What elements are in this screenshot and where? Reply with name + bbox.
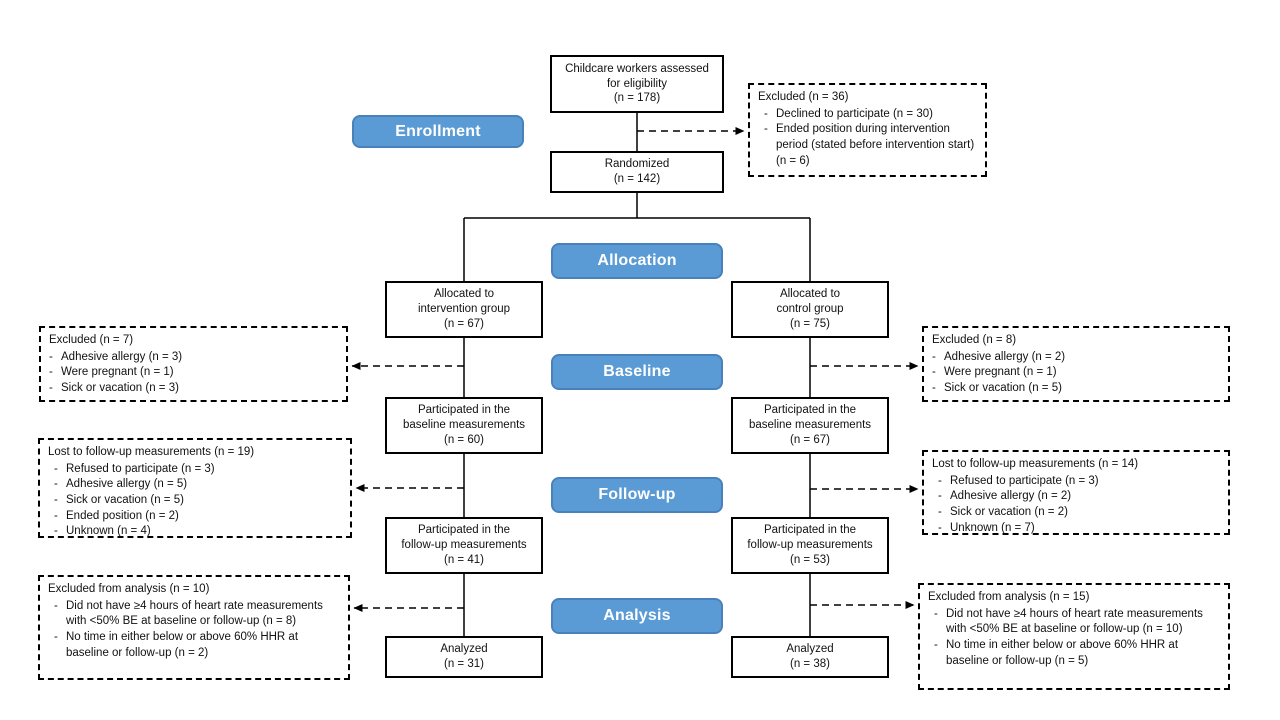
box-allocated-control: Allocated to control group (n = 75) — [731, 281, 889, 338]
excluded-item: - Adhesive allergy (n = 3) — [49, 350, 183, 363]
excluded-item: - Were pregnant (n = 1) — [932, 366, 1057, 379]
box-followup-control: Participated in the follow-up measuremen… — [731, 517, 889, 574]
box-baseline-intervention: Participated in the baseline measurement… — [385, 397, 543, 454]
box-eligibility: Childcare workers assessed for eligibili… — [550, 55, 724, 113]
stage-label-analysis: Analysis — [551, 598, 723, 634]
lost-title: Lost to follow-up measurements (n = 14) — [932, 458, 1139, 470]
excluded-box-enrollment: Excluded (n = 36) - Declined to particip… — [748, 83, 987, 177]
box-allocated-intervention: Allocated to intervention group (n = 67) — [385, 281, 543, 338]
lost-followup-box-right: Lost to follow-up measurements (n = 14) … — [922, 450, 1230, 535]
excluded-item: - Were pregnant (n = 1) — [49, 366, 174, 379]
box-randomized: Randomized (n = 142) — [550, 151, 724, 193]
stage-label-baseline: Baseline — [551, 354, 723, 390]
excluded-item: - Did not have ≥4 hours of heart rate me… — [934, 607, 1203, 636]
lost-item: - Sick or vacation (n = 2) — [938, 505, 1068, 518]
box-analyzed-intervention: Analyzed (n = 31) — [385, 636, 543, 678]
stage-label-allocation: Allocation — [551, 243, 723, 279]
excluded-title: Excluded (n = 7) — [49, 334, 134, 346]
excluded-item: - Did not have ≥4 hours of heart rate me… — [54, 599, 323, 628]
lost-item: - Unknown (n = 7) — [938, 521, 1035, 534]
lost-item: - Adhesive allergy (n = 5) — [54, 478, 188, 491]
lost-item: - Adhesive allergy (n = 2) — [938, 490, 1072, 503]
excluded-box-baseline-right: Excluded (n = 8) - Adhesive allergy (n =… — [922, 326, 1230, 402]
excluded-box-baseline-left: Excluded (n = 7) - Adhesive allergy (n =… — [39, 326, 348, 402]
stage-label-followup: Follow-up — [551, 477, 723, 513]
excluded-analysis-box-right: Excluded from analysis (n = 15) - Did no… — [918, 583, 1230, 690]
lost-followup-box-left: Lost to follow-up measurements (n = 19) … — [38, 438, 352, 538]
excluded-title: Excluded (n = 36) — [758, 91, 849, 103]
box-followup-intervention: Participated in the follow-up measuremen… — [385, 517, 543, 574]
excluded-title: Excluded from analysis (n = 10) — [48, 583, 210, 595]
lost-item: - Unknown (n = 4) — [54, 525, 151, 538]
stage-label-enrollment: Enrollment — [352, 115, 524, 148]
excluded-item: - Adhesive allergy (n = 2) — [932, 350, 1066, 363]
lost-item: - Sick or vacation (n = 5) — [54, 493, 184, 506]
box-baseline-control: Participated in the baseline measurement… — [731, 397, 889, 454]
lost-item: - Refused to participate (n = 3) — [938, 474, 1099, 487]
box-analyzed-control: Analyzed (n = 38) — [731, 636, 889, 678]
excluded-title: Excluded (n = 8) — [932, 334, 1017, 346]
excluded-item: - No time in either below or above 60% H… — [54, 630, 299, 659]
excluded-title: Excluded from analysis (n = 15) — [928, 591, 1090, 603]
excluded-analysis-box-left: Excluded from analysis (n = 10) - Did no… — [38, 575, 350, 680]
lost-item: - Ended position (n = 2) — [54, 509, 179, 522]
excluded-item: - No time in either below or above 60% H… — [934, 638, 1179, 667]
excluded-item: - Ended position during intervention per… — [764, 123, 975, 167]
lost-item: - Refused to participate (n = 3) — [54, 462, 215, 475]
excluded-item: - Declined to participate (n = 30) — [764, 107, 933, 120]
excluded-item: - Sick or vacation (n = 5) — [932, 381, 1062, 394]
lost-title: Lost to follow-up measurements (n = 19) — [48, 446, 255, 458]
excluded-item: - Sick or vacation (n = 3) — [49, 381, 179, 394]
